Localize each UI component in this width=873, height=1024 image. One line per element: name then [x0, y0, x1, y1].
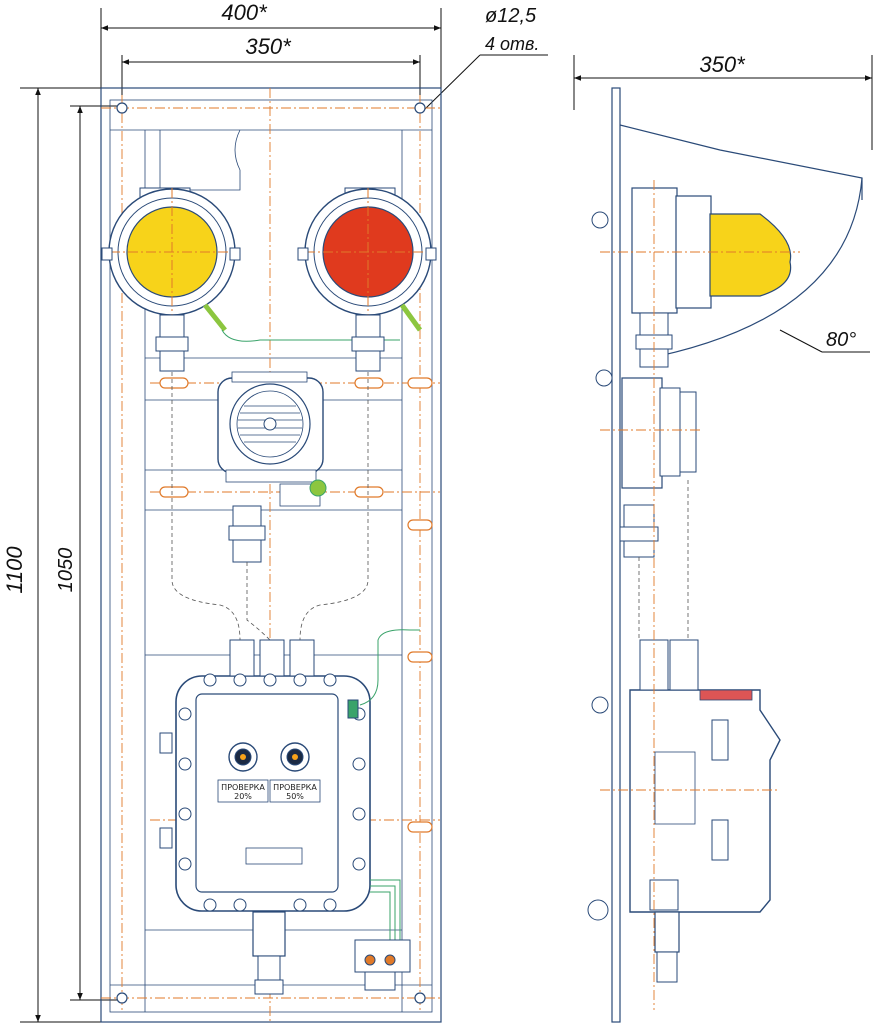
mount-hole: [116, 992, 128, 1004]
dim-hole-count: 4 отв.: [485, 34, 539, 54]
test-50-label: ПРОВЕРКА: [273, 783, 317, 792]
test-20-label: ПРОВЕРКА: [221, 783, 265, 792]
beacon-red: [297, 187, 437, 372]
dim-1100: 1100: [2, 546, 27, 594]
control-enclosure: [159, 639, 371, 995]
mount-hole: [414, 992, 426, 1004]
beacon-yellow: [101, 187, 400, 372]
dimension-lines: [20, 8, 548, 1023]
side-centerlines: [600, 180, 800, 1010]
mount-holes: [116, 102, 426, 1004]
dim-angle: 80°: [826, 329, 856, 351]
terminal-block: [354, 939, 411, 991]
mount-hole: [414, 102, 426, 114]
dim-1050: 1050: [55, 548, 77, 593]
dim-400: 400*: [221, 0, 268, 25]
side-panel: [587, 87, 863, 1023]
dim-350-side: 350*: [699, 52, 746, 77]
slot-brackets: [159, 377, 433, 833]
test-50-value: 50%: [286, 792, 304, 801]
side-dimension: [573, 55, 873, 353]
dim-hole-diameter: ø12,5: [485, 5, 537, 27]
dim-350-front: 350*: [245, 34, 292, 59]
siren-unit: [217, 371, 327, 563]
green-wiring: [359, 629, 420, 940]
test-20-value: 20%: [234, 792, 252, 801]
side-cable: [638, 480, 689, 640]
cable-routes: [171, 372, 369, 641]
mount-hole: [116, 102, 128, 114]
